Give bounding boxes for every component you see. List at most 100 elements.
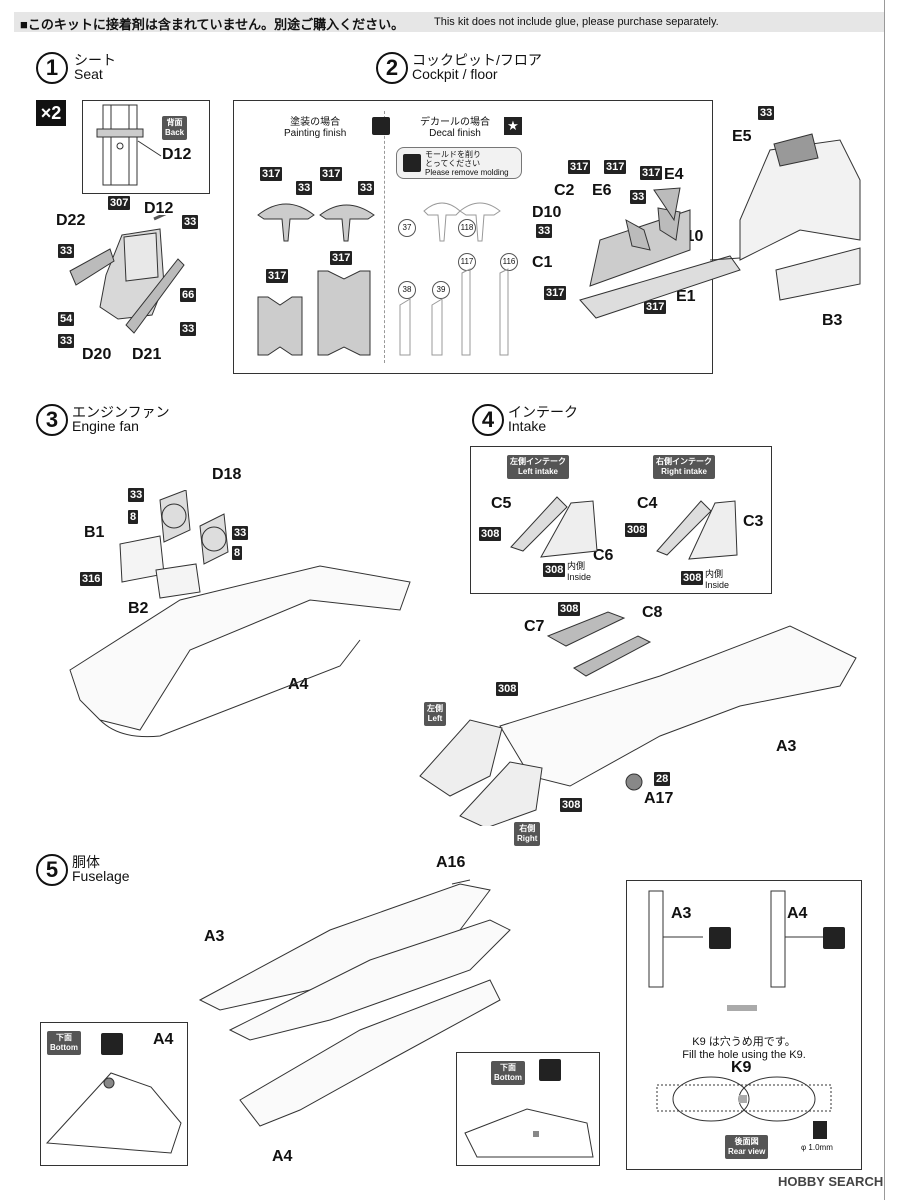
inside-left-jp: 内側: [567, 561, 586, 571]
left-intake-jp: 左側インテーク: [510, 457, 566, 466]
paint-317: 317: [568, 160, 591, 174]
bottom-right-en: Bottom: [494, 1073, 522, 1082]
detail-hole-drawing: [648, 890, 823, 1011]
paint-317: 317: [320, 167, 343, 181]
inside-right-en: Inside: [705, 580, 730, 590]
paint-308: 308: [496, 682, 519, 696]
paint-317: 317: [544, 286, 567, 300]
paint-307: 307: [108, 196, 131, 210]
left-side-en: Left: [427, 714, 443, 723]
paint-33: 33: [536, 224, 553, 238]
part-e1: E1: [676, 288, 696, 305]
cockpit-assembly-drawing: [579, 133, 861, 319]
paint-308: 308: [479, 527, 502, 541]
seat-back-view-box: [82, 100, 210, 194]
step-3-title-jp: エンジンファン: [72, 404, 170, 420]
glue-notice-jp: ■このキットに接着剤は含まれていません。別途ご購入ください。: [20, 17, 405, 32]
star-icon: ★: [504, 117, 522, 135]
part-d20: D20: [82, 346, 112, 363]
painting-finish-en: Painting finish: [284, 128, 347, 139]
part-a4-bottom: A4: [153, 1031, 174, 1048]
step-2-number: 2: [376, 52, 408, 84]
step-5-title-jp: 胴体: [72, 854, 100, 870]
decal-panels-drawing: [399, 202, 509, 356]
part-a16: A16: [436, 854, 466, 871]
paint-308: 308: [560, 798, 583, 812]
step-1-number: 1: [36, 52, 68, 84]
paint-33: 33: [758, 106, 775, 120]
part-d22: D22: [56, 212, 86, 229]
paint-33: 33: [630, 190, 647, 204]
step-2-title-jp: コックピット/フロア: [412, 52, 542, 68]
bottom-view-box-left: 下面 Bottom A4: [40, 1022, 188, 1166]
scrape-icon-a3: [709, 927, 731, 949]
decal-finish-jp: デカールの場合: [420, 117, 490, 128]
watermark-logo: HOBBY SEARCH: [778, 1174, 884, 1189]
detail-box-right: A3 A4 K9 は穴うめ用です。 Fill the hole using th…: [626, 880, 862, 1170]
paint-317: 317: [260, 167, 283, 181]
rear-view-drawing: [656, 1076, 832, 1139]
seat-drawing: [69, 215, 185, 334]
k9-note-jp: K9 は穴うめ用です。: [692, 1036, 796, 1048]
part-b1: B1: [84, 524, 105, 541]
paint-28: 28: [654, 772, 671, 786]
fuselage-assembly-drawing: [198, 879, 511, 1127]
left-side-jp: 左側: [427, 704, 443, 713]
mold-note-text: モールドを削り とってください Please remove molding: [425, 150, 509, 177]
intake-assembly-drawing: [419, 611, 857, 826]
bottom-tag-left: 下面 Bottom: [47, 1031, 81, 1055]
left-intake-en: Left intake: [517, 467, 558, 476]
intake-detail-box: 左側インテーク Left intake 右側インテーク Right intake…: [470, 446, 772, 594]
part-b3: B3: [822, 312, 843, 329]
inside-label-right: 内側 Inside: [705, 567, 729, 590]
scrape-icon: [101, 1033, 123, 1055]
part-a3-detail: A3: [671, 905, 692, 922]
decal-finish-en: Decal finish: [429, 128, 481, 139]
bottom-left-jp: 下面: [56, 1033, 72, 1042]
part-e6: E6: [592, 182, 612, 199]
paint-33: 33: [358, 181, 375, 195]
decal-118: 118: [458, 219, 476, 237]
mold-note: モールドを削り とってください Please remove molding: [396, 147, 522, 179]
decal-38: 38: [398, 281, 416, 299]
step-5-number: 5: [36, 854, 68, 886]
mold-note-jp1: モールドを削り: [425, 150, 481, 159]
k9-note: K9 は穴うめ用です。 Fill the hole using the K9.: [627, 1033, 861, 1061]
part-b2: B2: [128, 600, 149, 617]
right-side-en: Right: [517, 834, 538, 843]
inside-left-en: Inside: [567, 572, 592, 582]
paint-33: 33: [128, 488, 145, 502]
part-d12-back: D12: [162, 146, 192, 163]
step-1-title-en: Seat: [74, 66, 103, 82]
paint-33: 33: [180, 322, 197, 336]
decal-finish-label: デカールの場合 Decal finish: [420, 113, 490, 139]
step-4-title-jp: インテーク: [508, 404, 578, 420]
bottom-view-drawing: [45, 1072, 182, 1154]
part-e4: E4: [664, 166, 684, 183]
back-tag-en: Back: [165, 128, 185, 137]
bottom-view-box-right: 下面 Bottom: [456, 1052, 600, 1166]
left-side-tag: 左側 Left: [424, 702, 446, 726]
part-a4-fuselage: A4: [272, 1148, 293, 1165]
inside-right-jp: 内側: [705, 569, 724, 579]
part-c4: C4: [637, 495, 658, 512]
paint-308: 308: [681, 571, 704, 585]
part-e5: E5: [732, 128, 752, 145]
paint-finish-icon: [372, 117, 390, 135]
painting-finish-label: 塗装の場合 Painting finish: [284, 113, 346, 139]
step-2-title-en: Cockpit / floor: [412, 66, 498, 82]
left-intake-tag: 左側インテーク Left intake: [507, 455, 569, 479]
right-side-jp: 右側: [519, 824, 536, 833]
glue-notice-bar: ■このキットに接着剤は含まれていません。別途ご購入ください。 This kit …: [14, 12, 884, 32]
right-intake-jp: 右側インテーク: [656, 457, 712, 466]
painting-panels-drawing: [257, 203, 375, 356]
paint-8: 8: [128, 510, 139, 524]
paint-33: 33: [232, 526, 249, 540]
decal-39: 39: [432, 281, 450, 299]
glue-notice-en: This kit does not include glue, please p…: [434, 16, 719, 28]
paint-33: 33: [182, 215, 199, 229]
step-5-title-en: Fuselage: [72, 868, 130, 884]
part-a4-detail: A4: [787, 905, 808, 922]
part-c6: C6: [593, 547, 614, 564]
step-4-number: 4: [472, 404, 504, 436]
